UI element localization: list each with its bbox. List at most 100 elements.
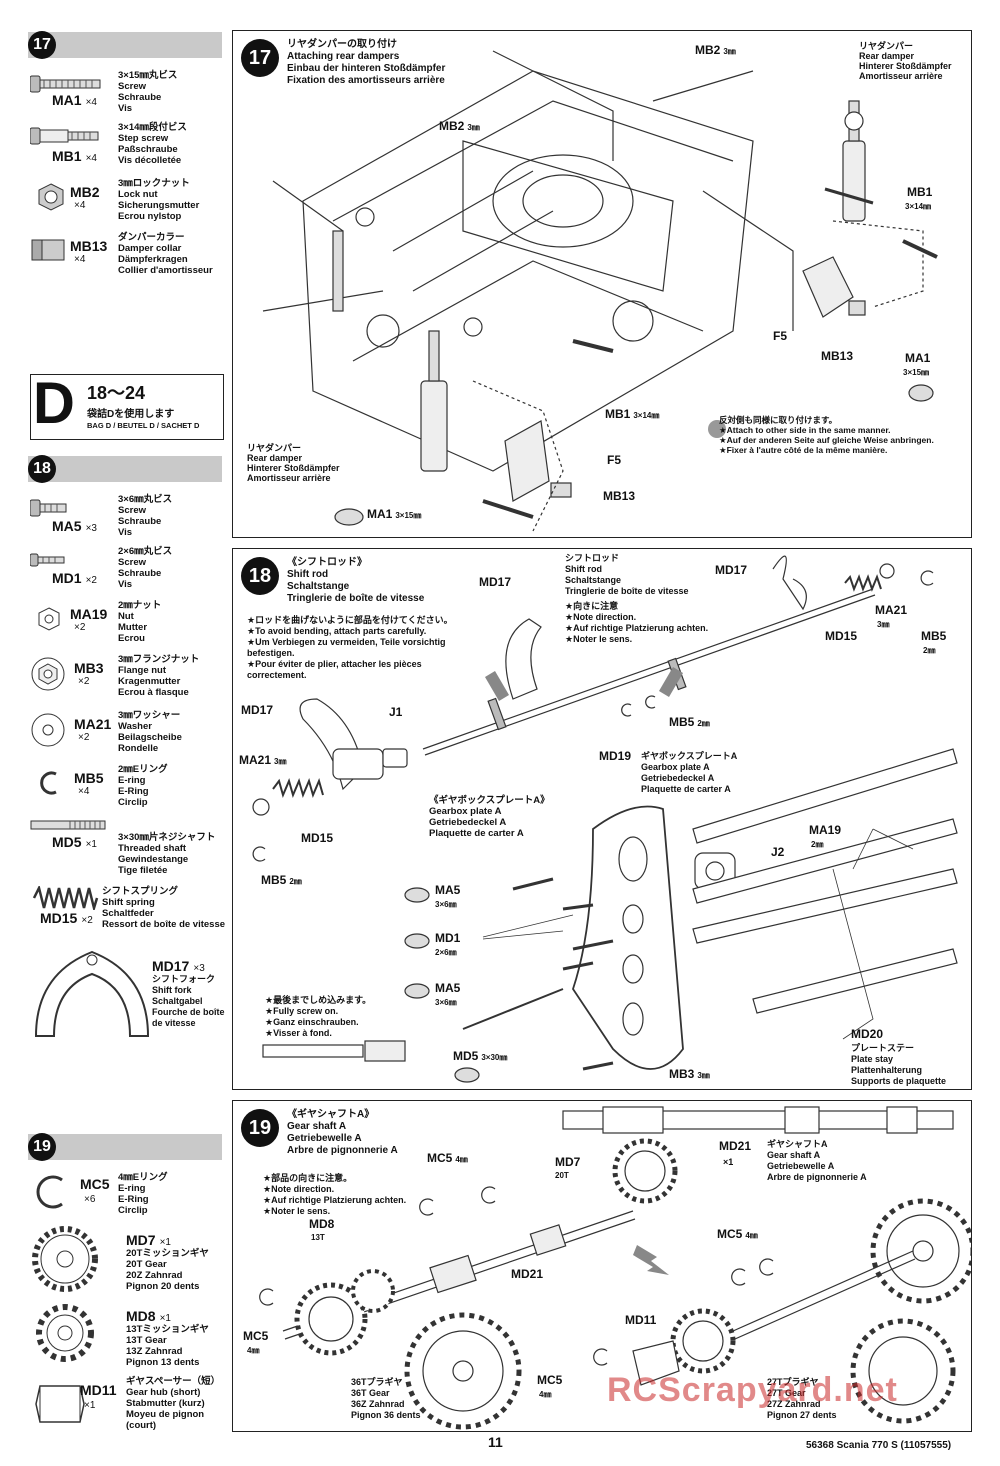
page-number: 11 (488, 1434, 503, 1450)
part-qty: ×2 (78, 732, 90, 743)
bag-d-text: BAG D / BEUTEL D / SACHET D (87, 421, 200, 430)
label-mb5-right: MB5 (921, 629, 947, 643)
part-desc: 3㎜ワッシャー Washer Beilagscheibe Rondelle (118, 710, 182, 754)
label-md21: MD21 (719, 1139, 752, 1153)
step19-number: 19 (28, 1133, 56, 1161)
part-qty: ×4 (78, 786, 90, 797)
step-screw-icon (30, 127, 99, 145)
part-mc5: MC5 ×6 4㎜Eリング E-ring E-Ring Circlip (30, 1170, 230, 1218)
shift-rod-label: シフトロッド Shift rod Schaltstange Tringlerie… (565, 553, 689, 596)
part-desc: 13Tミッションギヤ 13T Gear 13Z Zahnrad Pignon 1… (126, 1324, 209, 1368)
part-mb2: MB2 ×4 3㎜ロックナット Lock nut Sicherungsmutte… (30, 178, 230, 222)
label-ma5-b: MA5 (435, 981, 461, 995)
label-md15-left: MD15 (301, 831, 334, 845)
part-code: MB2 (70, 184, 100, 200)
label-md21-qty: ×1 (723, 1157, 734, 1167)
part-desc: 3㎜ロックナット Lock nut Sicherungsmutter Ecrou… (118, 178, 200, 222)
part-md8: MD8×1 13Tミッションギヤ 13T Gear 13Z Zahnrad Pi… (30, 1300, 230, 1370)
label-ma19: MA19 (809, 823, 842, 837)
spring-icon (32, 886, 99, 910)
part-qty: ×1 (84, 1400, 96, 1411)
md21-desc: ギヤシャフトA Gear shaft A Getriebewelle A Arb… (767, 1139, 867, 1182)
part-code: MB13 (70, 238, 108, 254)
label-f5-left: F5 (607, 453, 622, 467)
part-mb1: MB1×4 3×14㎜段付ビス Step screw Paßschraube V… (30, 122, 230, 166)
gearbox-plate-a-title: 《ギヤボックスプレートA》 Gearbox plate A Getriebede… (429, 795, 550, 839)
sidebar: 17 MA1×4 3×15㎜丸ビス Screw Schraube Vis MB1… (0, 0, 232, 1466)
part-desc: 3×30㎜片ネジシャフト Threaded shaft Gewindestang… (118, 832, 216, 876)
part-md17: MD17×3 シフトフォーク Shift fork Schaltgabel Fo… (30, 944, 230, 1044)
part-qty: ×1 (159, 1313, 171, 1324)
part-code: MD1 (52, 570, 82, 586)
step17-title: リヤダンパーの取り付け Attaching rear dampers Einba… (287, 39, 446, 86)
part-qty: ×2 (74, 622, 86, 633)
step17-header-bar (28, 32, 222, 58)
gear-20t-icon (32, 1226, 98, 1292)
shift-rod-illustration (252, 555, 958, 1083)
part-qty: ×4 (74, 200, 86, 211)
label-ma19-size: 2㎜ (811, 840, 824, 849)
part-desc: 2㎜Eリング E-ring E-Ring Circlip (118, 764, 168, 808)
part-qty: ×6 (84, 1194, 96, 1205)
part-qty: ×3 (85, 523, 97, 534)
note-direction: ★向きに注意 ★Note direction. ★Auf richtige Pl… (565, 601, 709, 644)
bag-d-range: 18～24 (87, 383, 146, 403)
orientation-note: ★部品の向きに注意。 ★Note direction. ★Auf richtig… (263, 1173, 407, 1216)
step17-badge: 17 (241, 39, 279, 77)
part-desc: 4㎜Eリング E-ring E-Ring Circlip (118, 1172, 168, 1216)
part-desc: シフトフォーク Shift fork Schaltgabel Fourche d… (152, 974, 225, 1028)
fully-screw-note: ★最後までしめ込みます。 ★Fully screw on. ★Ganz eins… (265, 995, 372, 1038)
part-code: MD17 (152, 958, 190, 974)
step18-header-bar (28, 456, 222, 482)
step18-badge: 18 (241, 557, 279, 595)
part-desc: 3×14㎜段付ビス Step screw Paßschraube Vis déc… (118, 122, 187, 166)
part-qty: ×2 (78, 676, 90, 687)
e-ring-icon (40, 771, 57, 795)
part-ma19: MA19 ×2 2㎜ナット Nut Mutter Ecrou (30, 600, 230, 644)
rear-damper-illustration (262, 50, 938, 532)
part-code: MD5 (52, 834, 82, 850)
label-md20: MD20 (851, 1027, 884, 1041)
step18-title: 《シフトロッド》 Shift rod Schaltstange Tringler… (287, 557, 425, 604)
part-desc: ダンパーカラー Damper collar Dämpferkragen Coll… (118, 232, 213, 276)
damper-right (842, 100, 866, 222)
label-mb13-right: MB13 (821, 349, 854, 363)
part-code: MB3 (74, 660, 104, 676)
part-desc: ギヤスペーサー（短） Gear hub (short) Stabmutter (… (126, 1376, 221, 1431)
part-qty: ×2 (81, 915, 93, 926)
screw-icon (30, 75, 101, 93)
label-md8: MD8 (309, 1217, 335, 1231)
label-ma21-right-size: 3㎜ (877, 620, 890, 629)
threaded-shaft-icon (30, 820, 106, 830)
label-md21-b: MD21 (511, 1267, 544, 1281)
md19-desc: ギヤボックスプレートA Gearbox plate A Getriebedeck… (641, 751, 738, 794)
watermark: RCScrapyard.net (607, 1371, 898, 1409)
e-ring-icon (36, 1175, 63, 1209)
part-ma1: MA1×4 3×15㎜丸ビス Screw Schraube Vis (30, 70, 230, 114)
gear27-desc: 27Tプラギヤ 27T Gear 27Z Zahnrad Pignon 27 d… (767, 1377, 837, 1420)
part-desc: 2×6㎜丸ビス Screw Schraube Vis (118, 546, 173, 590)
label-md15-right: MD15 (825, 629, 858, 643)
label-md8-teeth: 13T (311, 1233, 325, 1242)
part-desc: 3×6㎜丸ビス Screw Schraube Vis (118, 494, 173, 538)
footer-code: 56368 Scania 770 S (11057555) (806, 1440, 952, 1451)
step18-panel: 18 《シフトロッド》 Shift rod Schaltstange Tring… (232, 548, 972, 1090)
part-desc: 2㎜ナット Nut Mutter Ecrou (118, 600, 162, 644)
step17-number: 17 (28, 31, 56, 59)
part-code: MA1 (52, 92, 82, 108)
label-mb1-right: MB1 (907, 185, 933, 199)
screw-icon (30, 499, 67, 517)
gear-13t-icon (36, 1304, 94, 1362)
part-mb3: MB3 ×2 3㎜フランジナット Flange nut Kragenmutter… (30, 654, 230, 704)
part-code: MA5 (52, 518, 82, 534)
bag-d-letter: D (33, 371, 75, 436)
step18-header: 18 (28, 455, 58, 484)
part-desc: 3×15㎜丸ビス Screw Schraube Vis (118, 70, 178, 114)
part-code: MD11 (80, 1382, 117, 1398)
step17-header: 17 (28, 31, 58, 60)
